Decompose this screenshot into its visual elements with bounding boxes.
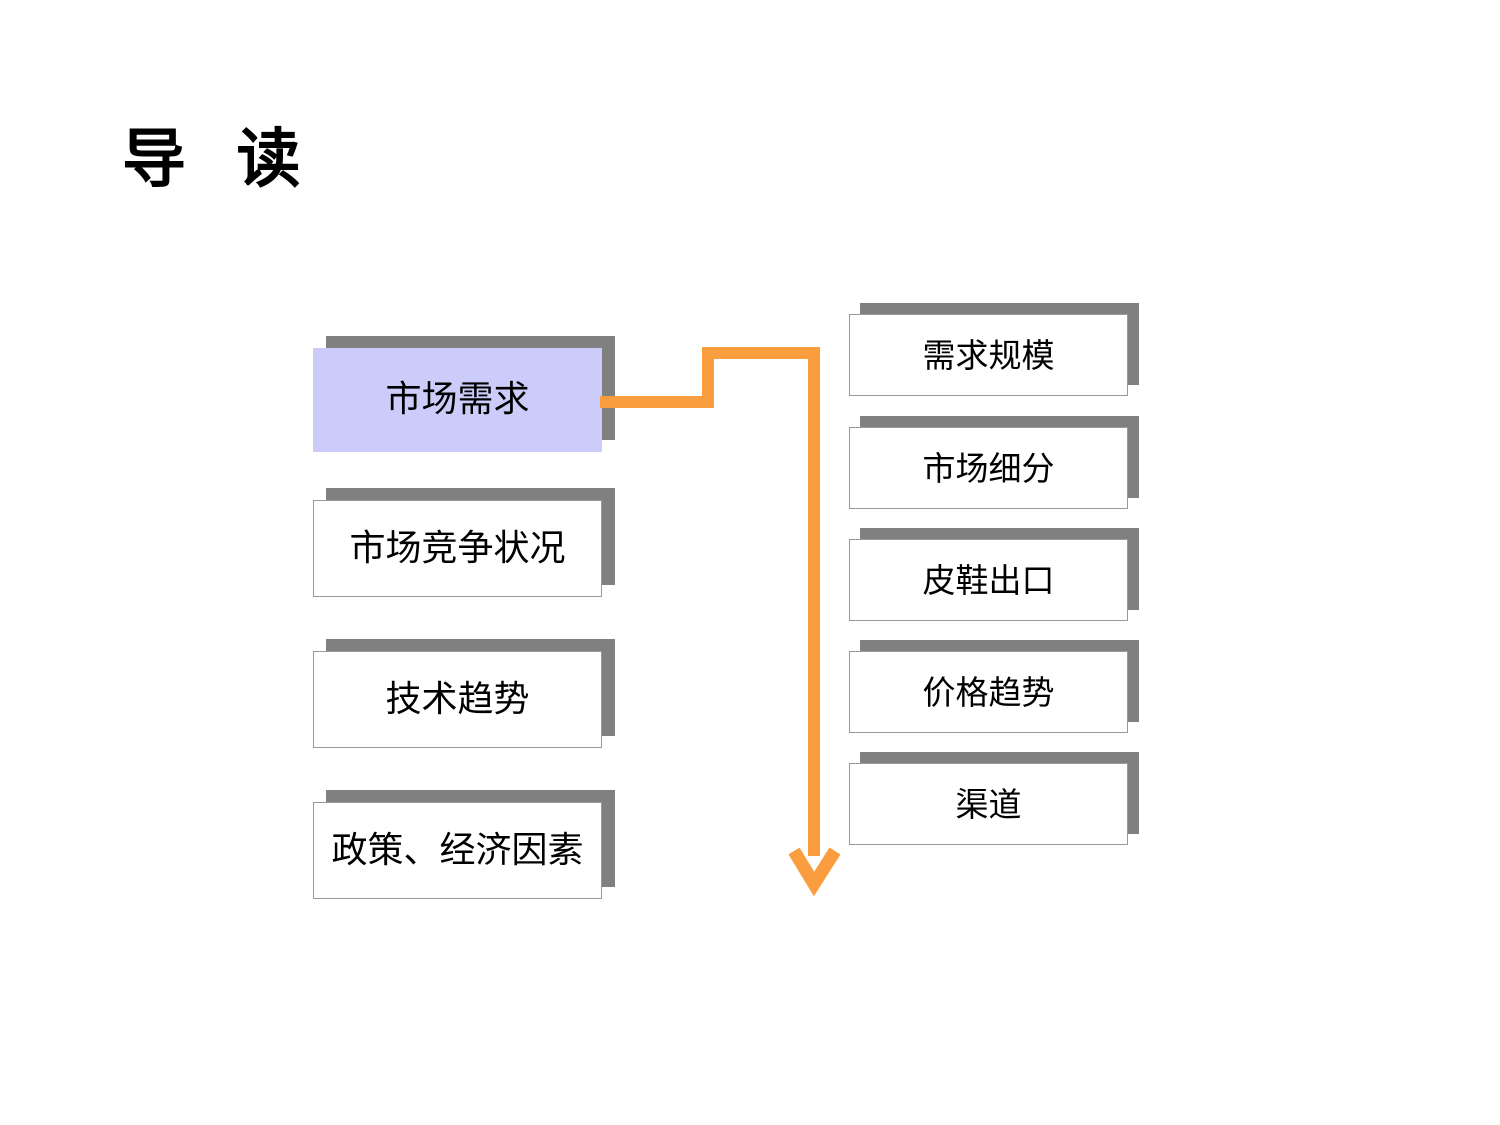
subtopic-box-leather-shoe-export[interactable]: 皮鞋出口 <box>849 528 1139 621</box>
topic-label: 市场需求 <box>385 379 530 420</box>
connector-path <box>600 347 820 856</box>
subtopic-label: 市场细分 <box>922 448 1055 488</box>
box-face: 市场竞争状况 <box>313 500 602 597</box>
box-face: 技术趋势 <box>313 651 602 748</box>
subtopic-label: 渠道 <box>955 784 1022 824</box>
subtopic-box-market-segmentation[interactable]: 市场细分 <box>849 416 1139 509</box>
subtopic-label: 皮鞋出口 <box>922 560 1055 600</box>
topic-box-market-competition[interactable]: 市场竞争状况 <box>313 488 615 597</box>
box-face: 市场需求 <box>313 348 602 452</box>
subtopic-label: 价格趋势 <box>922 672 1055 712</box>
box-face: 市场细分 <box>849 427 1128 509</box>
subtopic-box-channel[interactable]: 渠道 <box>849 752 1139 845</box>
subtopic-box-price-trend[interactable]: 价格趋势 <box>849 640 1139 733</box>
topic-label: 技术趋势 <box>385 678 530 720</box>
box-face: 需求规模 <box>849 314 1128 396</box>
box-face: 渠道 <box>849 763 1128 845</box>
topic-label: 政策、经济因素 <box>331 829 584 871</box>
topic-label: 市场竞争状况 <box>349 527 566 569</box>
box-face: 皮鞋出口 <box>849 539 1128 621</box>
subtopic-box-demand-scale[interactable]: 需求规模 <box>849 303 1139 396</box>
topic-box-policy-economy[interactable]: 政策、经济因素 <box>313 790 615 899</box>
topic-box-market-demand[interactable]: 市场需求 <box>313 336 615 452</box>
topic-box-technology-trend[interactable]: 技术趋势 <box>313 639 615 748</box>
arrowhead-icon <box>788 847 841 897</box>
page-title: 导 读 <box>122 123 303 197</box>
box-face: 政策、经济因素 <box>313 802 602 899</box>
subtopic-label: 需求规模 <box>922 335 1055 375</box>
box-face: 价格趋势 <box>849 651 1128 733</box>
